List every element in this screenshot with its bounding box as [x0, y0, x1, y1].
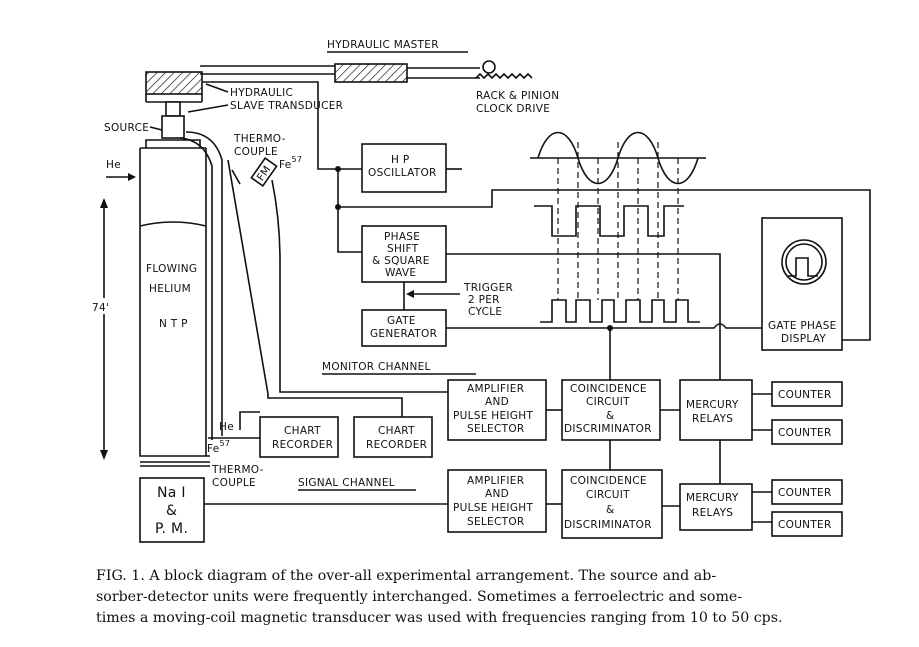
svg-text:AND: AND [485, 396, 509, 408]
trigger-label-1: TRIGGER [463, 282, 513, 294]
svg-text:&: & [166, 503, 177, 519]
hydraulic-slave-cylinder [145, 71, 203, 95]
he-inlet-label: He [106, 159, 121, 171]
svg-text:PULSE HEIGHT: PULSE HEIGHT [453, 410, 533, 422]
trigger-label-3: CYCLE [468, 306, 502, 318]
svg-text:&: & [606, 504, 615, 516]
hp-oscillator-block [361, 143, 447, 193]
caption-line-3: times a moving-coil magnetic transducer … [96, 610, 783, 626]
svg-text:SHIFT: SHIFT [387, 243, 419, 255]
svg-text:SELECTOR: SELECTOR [467, 516, 525, 528]
caption-line-2: sorber-detector units were frequently in… [96, 589, 743, 605]
coincidence-signal-block [561, 469, 663, 539]
figure-caption: FIG. 1. A block diagram of the over-all … [96, 566, 886, 629]
svg-text:COUNTER: COUNTER [778, 427, 832, 439]
svg-text:RECORDER: RECORDER [272, 439, 333, 451]
svg-text:AND: AND [485, 488, 509, 500]
helium-label: HELIUM [149, 283, 191, 295]
dewar-outline [139, 147, 210, 457]
chart-recorder-1-block [259, 416, 339, 458]
trigger-label-2: 2 PER [468, 294, 500, 306]
block-diagram: HYDRAULIC MASTER RACK & PINION CLOCK DRI… [92, 39, 871, 543]
thermocouple-label-1: THERMO- [233, 133, 286, 145]
thermocouple-bottom-label-2: COUPLE [212, 477, 256, 489]
svg-text:DISCRIMINATOR: DISCRIMINATOR [564, 423, 652, 435]
svg-text:PULSE HEIGHT: PULSE HEIGHT [453, 502, 533, 514]
fm-detector: FM [250, 157, 278, 187]
hydraulic-master-piston [334, 63, 408, 83]
svg-text:GENERATOR: GENERATOR [370, 328, 437, 340]
flowing-label: FLOWING [146, 263, 197, 275]
svg-text:MERCURY: MERCURY [686, 492, 739, 504]
svg-text:H P: H P [391, 154, 409, 166]
svg-text:MERCURY: MERCURY [686, 399, 739, 411]
svg-text:GATE: GATE [387, 315, 416, 327]
pinion-gear [482, 60, 496, 74]
svg-text:DISPLAY: DISPLAY [781, 333, 826, 345]
ntp-label: N T P [159, 318, 188, 330]
svg-text:GATE PHASE: GATE PHASE [768, 320, 837, 332]
amplifier-signal-block [447, 469, 547, 533]
counter-1-block [771, 381, 843, 407]
svg-text:COUNTER: COUNTER [778, 519, 832, 531]
nai-detector-block [139, 477, 205, 543]
svg-text:DISCRIMINATOR: DISCRIMINATOR [564, 519, 652, 531]
svg-text:RELAYS: RELAYS [692, 413, 733, 425]
svg-text:COINCIDENCE: COINCIDENCE [570, 383, 647, 395]
svg-text:COUNTER: COUNTER [778, 389, 832, 401]
monitor-channel-label: MONITOR CHANNEL [322, 361, 431, 373]
amplifier-monitor-block [447, 379, 547, 441]
fe57-bottom-label: Fe57 [207, 439, 230, 455]
svg-text:AMPLIFIER: AMPLIFIER [467, 383, 524, 395]
gate-pulse-waveform [540, 299, 700, 323]
fe57-source-label: Fe57 [279, 155, 302, 171]
hydraulic-slave-label-2: SLAVE TRANSDUCER [230, 100, 343, 112]
oscilloscope-screen [781, 239, 827, 285]
svg-text:WAVE: WAVE [385, 267, 416, 279]
svg-text:P. M.: P. M. [155, 521, 188, 537]
svg-text:OSCILLATOR: OSCILLATOR [368, 167, 437, 179]
svg-text:CHART: CHART [284, 425, 321, 437]
hydraulic-master-label: HYDRAULIC MASTER [327, 39, 439, 51]
mercury-relays-signal-block [679, 483, 753, 531]
height-label: 74' [92, 302, 109, 314]
signal-channel-label: SIGNAL CHANNEL [298, 477, 395, 489]
svg-text:COUNTER: COUNTER [778, 487, 832, 499]
mercury-relays-monitor-block [679, 379, 753, 441]
svg-text:CHART: CHART [378, 425, 415, 437]
svg-text:Na I: Na I [157, 485, 186, 501]
svg-text:& SQUARE: & SQUARE [372, 255, 430, 267]
rack-pinion-label-2: CLOCK DRIVE [476, 103, 550, 115]
thermocouple-label-2: COUPLE [234, 146, 278, 158]
svg-text:&: & [606, 410, 615, 422]
counter-3-block [771, 479, 843, 505]
rack-pinion-label-1: RACK & PINION [476, 90, 559, 102]
svg-text:PHASE: PHASE [384, 231, 420, 243]
counter-2-block [771, 419, 843, 445]
svg-text:CIRCUIT: CIRCUIT [586, 396, 630, 408]
svg-text:RELAYS: RELAYS [692, 507, 733, 519]
thermocouple-bottom-label-1: THERMO- [211, 464, 264, 476]
caption-line-1: FIG. 1. A block diagram of the over-all … [96, 568, 717, 584]
counter-4-block [771, 511, 843, 537]
source-label: SOURCE [104, 122, 149, 134]
he-bottom-label: He [219, 421, 234, 433]
svg-text:CIRCUIT: CIRCUIT [586, 489, 630, 501]
chart-recorder-2-block [353, 416, 433, 458]
hydraulic-slave-label-1: HYDRAULIC [230, 87, 293, 99]
svg-text:COINCIDENCE: COINCIDENCE [570, 475, 647, 487]
svg-text:AMPLIFIER: AMPLIFIER [467, 475, 524, 487]
gate-generator-block [361, 309, 447, 347]
svg-text:RECORDER: RECORDER [366, 439, 427, 451]
svg-text:SELECTOR: SELECTOR [467, 423, 525, 435]
square-waveform [534, 205, 684, 237]
